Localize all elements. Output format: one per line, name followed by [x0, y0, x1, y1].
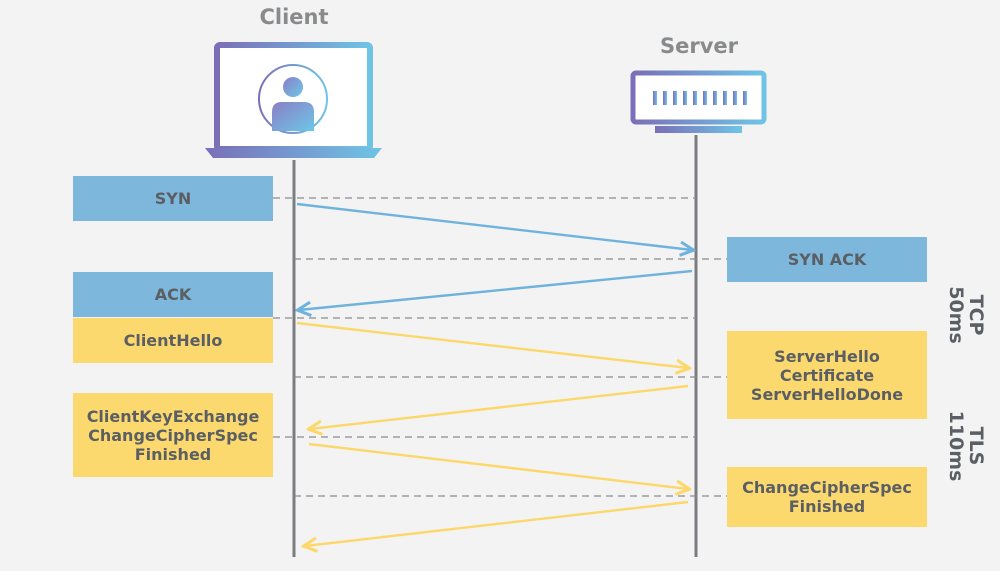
- server-finish-arrow: [305, 500, 689, 546]
- certificate-line: Certificate: [779, 365, 875, 385]
- tls-phase-time: 110ms: [945, 410, 967, 482]
- finished-line: Finished: [134, 444, 212, 464]
- tcp-phase-time: 50ms: [945, 286, 967, 344]
- client-label: Client: [259, 5, 329, 29]
- client-hello-box: ClientHello: [73, 318, 273, 363]
- ack-text: ACK: [154, 285, 192, 304]
- syn-box: SYN: [73, 176, 273, 221]
- server-change-cipher-spec-line: ChangeCipherSpec: [742, 478, 912, 497]
- server-hello-line: ServerHello: [774, 346, 880, 366]
- ack-box: ACK: [73, 272, 273, 317]
- syn-ack-box: SYN ACK: [727, 237, 927, 282]
- client-key-box: ClientKeyExchange ChangeCipherSpec Finis…: [73, 393, 273, 477]
- change-cipher-spec-line: ChangeCipherSpec: [88, 425, 258, 445]
- client-key-arrow: [308, 442, 688, 489]
- tls-phase-name: TLS: [965, 426, 987, 466]
- tcp-phase-label: TCP 50ms: [944, 275, 987, 355]
- client-hello-text: ClientHello: [123, 331, 223, 350]
- syn-text: SYN: [154, 189, 192, 208]
- tls-phase-label: TLS 110ms: [944, 406, 987, 486]
- server-finished-line: Finished: [788, 497, 866, 516]
- server-rack-icon: [630, 70, 767, 133]
- server-hello-arrow: [310, 384, 689, 429]
- server-hello-done-line: ServerHelloDone: [750, 384, 904, 404]
- client-hello-arrow: [296, 321, 688, 368]
- server-hello-box: ServerHello Certificate ServerHelloDone: [727, 331, 927, 419]
- syn-ack-text: SYN ACK: [787, 250, 867, 269]
- dashed-guides: [273, 197, 727, 497]
- server-label: Server: [659, 34, 738, 58]
- syn-ack-arrow: [299, 269, 693, 310]
- laptop-user-icon: [205, 42, 382, 158]
- client-key-exchange-line: ClientKeyExchange: [86, 406, 260, 426]
- tcp-phase-name: TCP: [965, 294, 987, 336]
- syn-arrow: [296, 202, 692, 250]
- server-finish-box: ChangeCipherSpec Finished: [727, 467, 927, 527]
